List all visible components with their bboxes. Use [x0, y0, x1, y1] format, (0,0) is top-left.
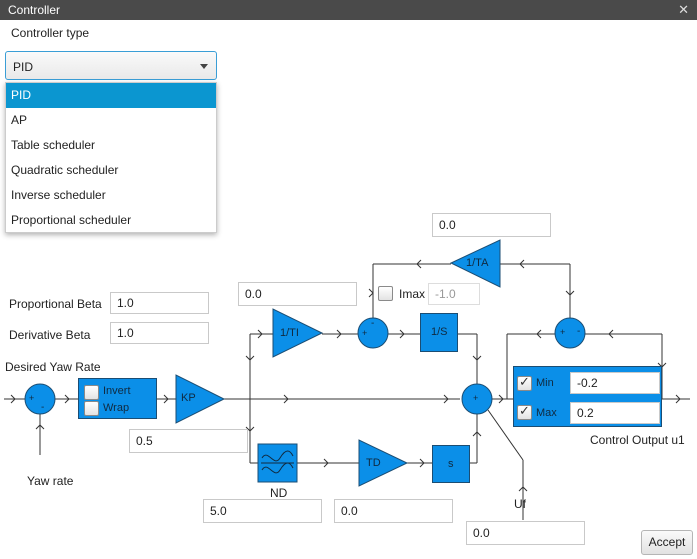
controller-type-select[interactable]: PID	[5, 51, 217, 80]
sum1-minus: -	[41, 402, 45, 413]
yaw-rate-label: Yaw rate	[27, 474, 74, 488]
chevron-down-icon	[200, 64, 208, 69]
sum4-plus: +	[473, 393, 479, 403]
max-label: Max	[536, 407, 557, 419]
nd-input[interactable]	[203, 499, 322, 523]
sum3-minus: -	[577, 326, 581, 337]
controller-type-value: PID	[13, 60, 34, 74]
invert-label: Invert	[103, 385, 131, 397]
invert-wrap-block: Invert Wrap	[78, 378, 157, 419]
uf-input[interactable]	[466, 521, 585, 545]
dropdown-option-inverse-scheduler[interactable]: Inverse scheduler	[11, 188, 106, 202]
nd-label: ND	[270, 486, 288, 500]
s-label: s	[448, 458, 454, 470]
derivative-beta-input[interactable]	[110, 322, 209, 344]
desired-yaw-rate-label: Desired Yaw Rate	[5, 360, 101, 374]
invert-checkbox[interactable]	[84, 385, 99, 400]
kp-input[interactable]	[129, 429, 248, 453]
sum3-plus: +	[560, 327, 566, 337]
ti-input[interactable]	[238, 282, 357, 306]
close-icon[interactable]: ✕	[678, 2, 689, 17]
dropdown-option-proportional-scheduler[interactable]: Proportional scheduler	[11, 213, 132, 227]
wrap-checkbox[interactable]	[84, 401, 99, 416]
proportional-beta-input[interactable]	[110, 292, 209, 314]
integrator-label: 1/S	[431, 326, 448, 338]
sum2-minus: -	[371, 318, 375, 329]
ta-label: 1/TA	[466, 257, 489, 269]
td-input[interactable]	[334, 499, 453, 523]
max-input[interactable]	[570, 402, 660, 424]
kp-label: KP	[181, 392, 196, 404]
window-titlebar: Controller ✕	[0, 0, 697, 20]
ta-input[interactable]	[432, 213, 551, 237]
accept-button[interactable]: Accept	[641, 530, 693, 555]
max-checkbox[interactable]	[517, 403, 532, 420]
dropdown-option-quadratic-scheduler[interactable]: Quadratic scheduler	[11, 163, 119, 177]
saturation-block: Min Max	[513, 366, 662, 427]
window-title: Controller	[8, 3, 61, 17]
control-output-label: Control Output u1	[590, 433, 685, 447]
td-label: TD	[366, 457, 381, 469]
integrator-block: 1/S	[420, 313, 458, 352]
sum1-plus: +	[29, 393, 35, 403]
dropdown-option-table-scheduler[interactable]: Table scheduler	[11, 138, 96, 152]
controller-type-dropdown: PID AP Table scheduler Quadratic schedul…	[5, 82, 217, 233]
imax-input[interactable]	[428, 283, 480, 305]
derivative-beta-label: Derivative Beta	[9, 328, 91, 342]
min-input[interactable]	[570, 372, 660, 394]
derivative-s-block: s	[432, 445, 470, 483]
min-checkbox[interactable]	[517, 374, 532, 391]
imax-label: Imax	[399, 287, 426, 301]
uf-label: Uf	[514, 497, 526, 511]
proportional-beta-label: Proportional Beta	[9, 297, 102, 311]
controller-type-label: Controller type	[11, 26, 90, 40]
sum2-plus: +	[362, 328, 368, 338]
imax-checkbox[interactable]	[378, 286, 393, 301]
wrap-label: Wrap	[103, 402, 130, 414]
min-label: Min	[536, 377, 554, 389]
dropdown-option-pid[interactable]: PID	[6, 83, 216, 108]
dropdown-option-ap[interactable]: AP	[11, 113, 28, 127]
ti-label: 1/TI	[280, 327, 299, 339]
